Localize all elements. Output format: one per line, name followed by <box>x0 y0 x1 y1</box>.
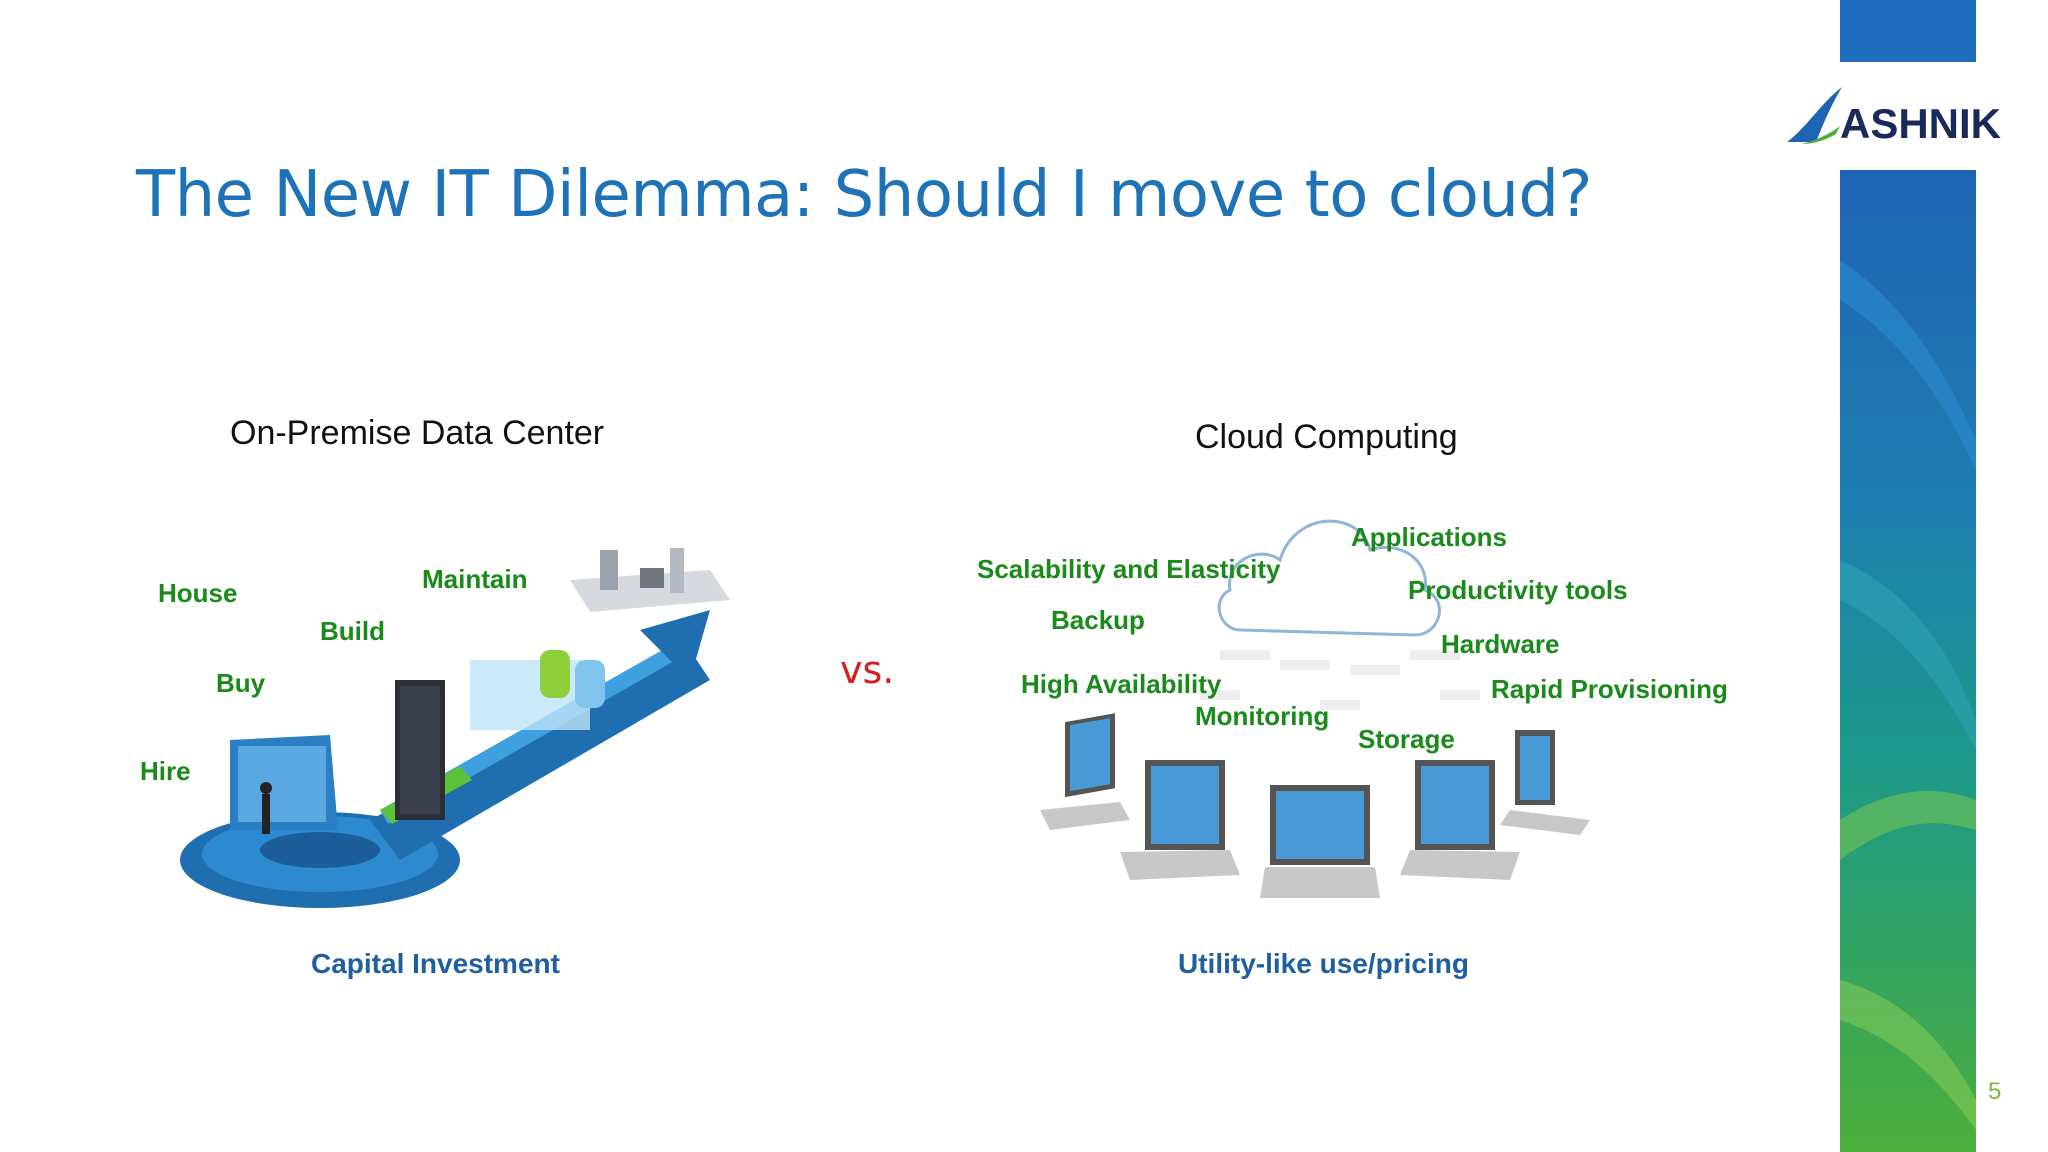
laptop-2-icon <box>1120 760 1240 880</box>
laptop-3-icon <box>1260 785 1380 898</box>
caption-capital-investment: Capital Investment <box>311 948 560 979</box>
laptop-1-icon <box>1040 713 1130 830</box>
label-productivity-tools: Productivity tools <box>1408 575 1628 605</box>
vs-label: vs. <box>840 648 895 692</box>
decorative-sidebar <box>1840 0 1976 1152</box>
data-center-illustration <box>180 548 730 908</box>
page-number: 5 <box>1988 1078 2002 1105</box>
ashnik-logo: ASHNIK <box>1782 82 2002 152</box>
cloud-illustration <box>1040 519 1590 898</box>
label-storage: Storage <box>1358 724 1455 754</box>
label-applications: Applications <box>1351 522 1508 552</box>
label-monitoring: Monitoring <box>1195 701 1330 731</box>
label-house: House <box>158 578 238 608</box>
logo-swoosh-icon: ASHNIK <box>1787 87 2001 147</box>
label-rapid-provisioning: Rapid Provisioning <box>1491 674 1728 704</box>
label-scalability: Scalability and Elasticity <box>977 554 1281 584</box>
on-premise-heading: On-Premise Data Center <box>230 414 605 452</box>
label-hire: Hire <box>140 756 191 786</box>
laptop-4-icon <box>1400 760 1520 880</box>
label-build: Build <box>320 616 385 646</box>
label-maintain: Maintain <box>422 564 528 594</box>
logo-text: ASHNIK <box>1840 100 2001 147</box>
label-hardware: Hardware <box>1441 629 1560 659</box>
label-backup: Backup <box>1051 605 1145 635</box>
label-high-availability: High Availability <box>1021 669 1222 699</box>
slide-title: The New IT Dilemma: Should I move to clo… <box>136 158 1593 232</box>
caption-utility-pricing: Utility-like use/pricing <box>1178 948 1469 979</box>
label-buy: Buy <box>216 668 266 698</box>
cloud-heading: Cloud Computing <box>1195 418 1458 456</box>
laptop-5-icon <box>1500 730 1590 835</box>
